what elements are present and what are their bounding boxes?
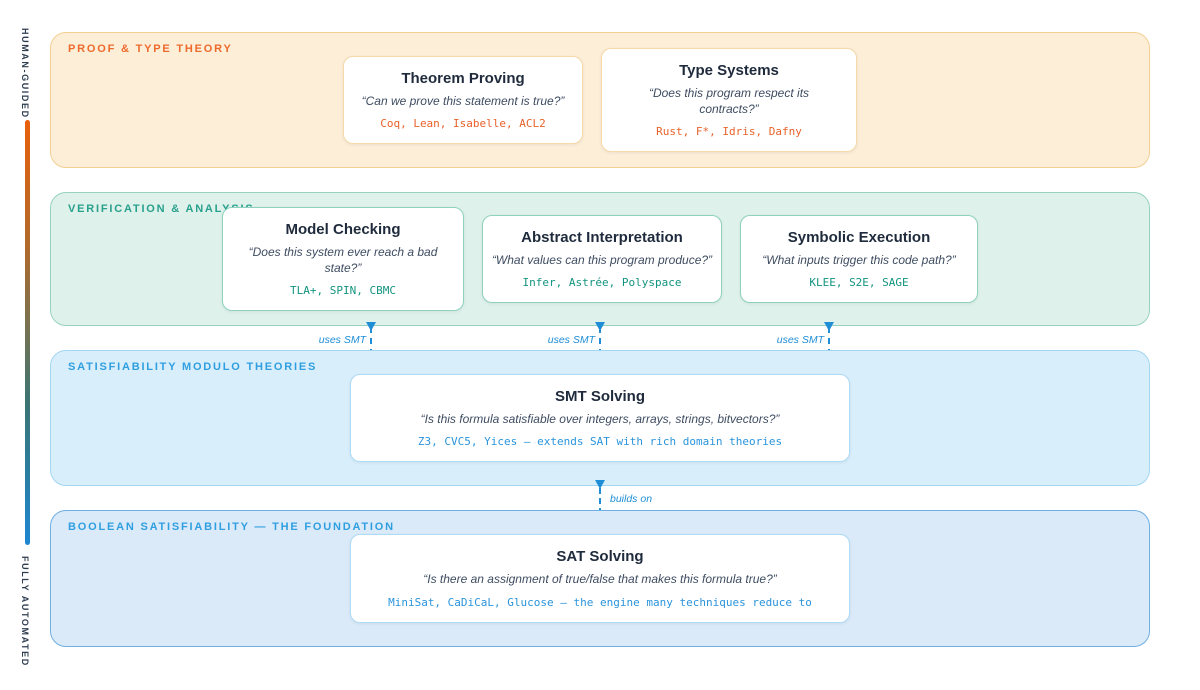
card-symbolic-execution: Symbolic Execution “What inputs trigger … bbox=[740, 214, 978, 304]
card-tools: Z3, CVC5, Yices — extends SAT with rich … bbox=[417, 435, 783, 449]
card-quote: “Does this program respect its contracts… bbox=[648, 85, 810, 116]
card-quote: “Can we prove this statement is true?” bbox=[361, 93, 565, 108]
card-tools: Infer, Astrée, Polyspace bbox=[522, 276, 682, 290]
band-proof-type-theory-label: PROOF & TYPE THEORY bbox=[68, 43, 233, 55]
card-model-checking: Model Checking “Does this system ever re… bbox=[222, 206, 464, 312]
rail-label-fully-automated: FULLY AUTOMATED bbox=[20, 556, 30, 667]
band-proof-type-theory: PROOF & TYPE THEORY Theorem Proving “Can… bbox=[50, 32, 1150, 168]
band-satisfiability-modulo-theories: SATISFIABILITY MODULO THEORIES SMT Solvi… bbox=[50, 350, 1150, 486]
card-quote: “Does this system ever reach a bad state… bbox=[248, 244, 438, 275]
connector-label: uses SMT bbox=[318, 334, 366, 346]
card-abstract-interpretation: Abstract Interpretation “What values can… bbox=[482, 214, 722, 304]
arrow-down-icon bbox=[595, 480, 605, 489]
band-smt-label: SATISFIABILITY MODULO THEORIES bbox=[68, 361, 318, 373]
card-title: Type Systems bbox=[679, 61, 779, 79]
card-quote: “Is there an assignment of true/false th… bbox=[423, 572, 777, 587]
dashed-line bbox=[599, 327, 601, 355]
arrow-down-icon bbox=[824, 322, 834, 331]
card-title: Abstract Interpretation bbox=[521, 228, 683, 246]
card-theorem-proving: Theorem Proving “Can we prove this state… bbox=[343, 55, 583, 145]
band-proof-type-theory-cards: Theorem Proving “Can we prove this state… bbox=[51, 33, 1149, 167]
card-smt-solving: SMT Solving “Is this formula satisfiable… bbox=[350, 373, 850, 463]
dashed-line bbox=[828, 327, 830, 355]
connector-label: builds on bbox=[610, 493, 653, 505]
band-verification-analysis: VERIFICATION & ANALYSIS Model Checking “… bbox=[50, 192, 1150, 326]
card-title: Symbolic Execution bbox=[787, 228, 931, 246]
card-tools: Rust, F*, Idris, Dafny bbox=[656, 125, 802, 139]
card-quote: “Is this formula satisfiable over intege… bbox=[420, 411, 780, 426]
rail-label-human-guided: HUMAN-GUIDED bbox=[20, 28, 30, 119]
card-title: Theorem Proving bbox=[401, 69, 525, 87]
connector-label: uses SMT bbox=[547, 334, 595, 346]
band-sat-label: BOOLEAN SATISFIABILITY — THE FOUNDATION bbox=[68, 521, 395, 533]
band-boolean-satisfiability: BOOLEAN SATISFIABILITY — THE FOUNDATION … bbox=[50, 510, 1150, 647]
dashed-line bbox=[370, 327, 372, 355]
automation-gradient-bar bbox=[25, 120, 30, 545]
arrow-down-icon bbox=[595, 322, 605, 331]
card-tools: Coq, Lean, Isabelle, ACL2 bbox=[380, 117, 546, 131]
dashed-line bbox=[599, 488, 601, 514]
band-verification-analysis-label: VERIFICATION & ANALYSIS bbox=[68, 203, 255, 215]
connector-label: uses SMT bbox=[776, 334, 824, 346]
card-tools: KLEE, S2E, SAGE bbox=[809, 276, 909, 290]
card-type-systems: Type Systems “Does this program respect … bbox=[601, 47, 857, 153]
band-sat-cards: SAT Solving “Is there an assignment of t… bbox=[51, 511, 1149, 646]
card-sat-solving: SAT Solving “Is there an assignment of t… bbox=[350, 534, 850, 623]
band-verification-analysis-cards: Model Checking “Does this system ever re… bbox=[51, 193, 1149, 325]
card-title: SMT Solving bbox=[555, 387, 645, 405]
band-smt-cards: SMT Solving “Is this formula satisfiable… bbox=[51, 351, 1149, 485]
card-tools: TLA+, SPIN, CBMC bbox=[290, 284, 396, 298]
arrow-down-icon bbox=[366, 322, 376, 331]
card-quote: “What values can this program produce?” bbox=[491, 252, 713, 267]
card-tools: MiniSat, CaDiCaL, Glucose — the engine m… bbox=[388, 595, 812, 609]
card-title: Model Checking bbox=[285, 220, 401, 238]
card-quote: “What inputs trigger this code path?” bbox=[762, 252, 956, 267]
card-title: SAT Solving bbox=[556, 548, 644, 566]
